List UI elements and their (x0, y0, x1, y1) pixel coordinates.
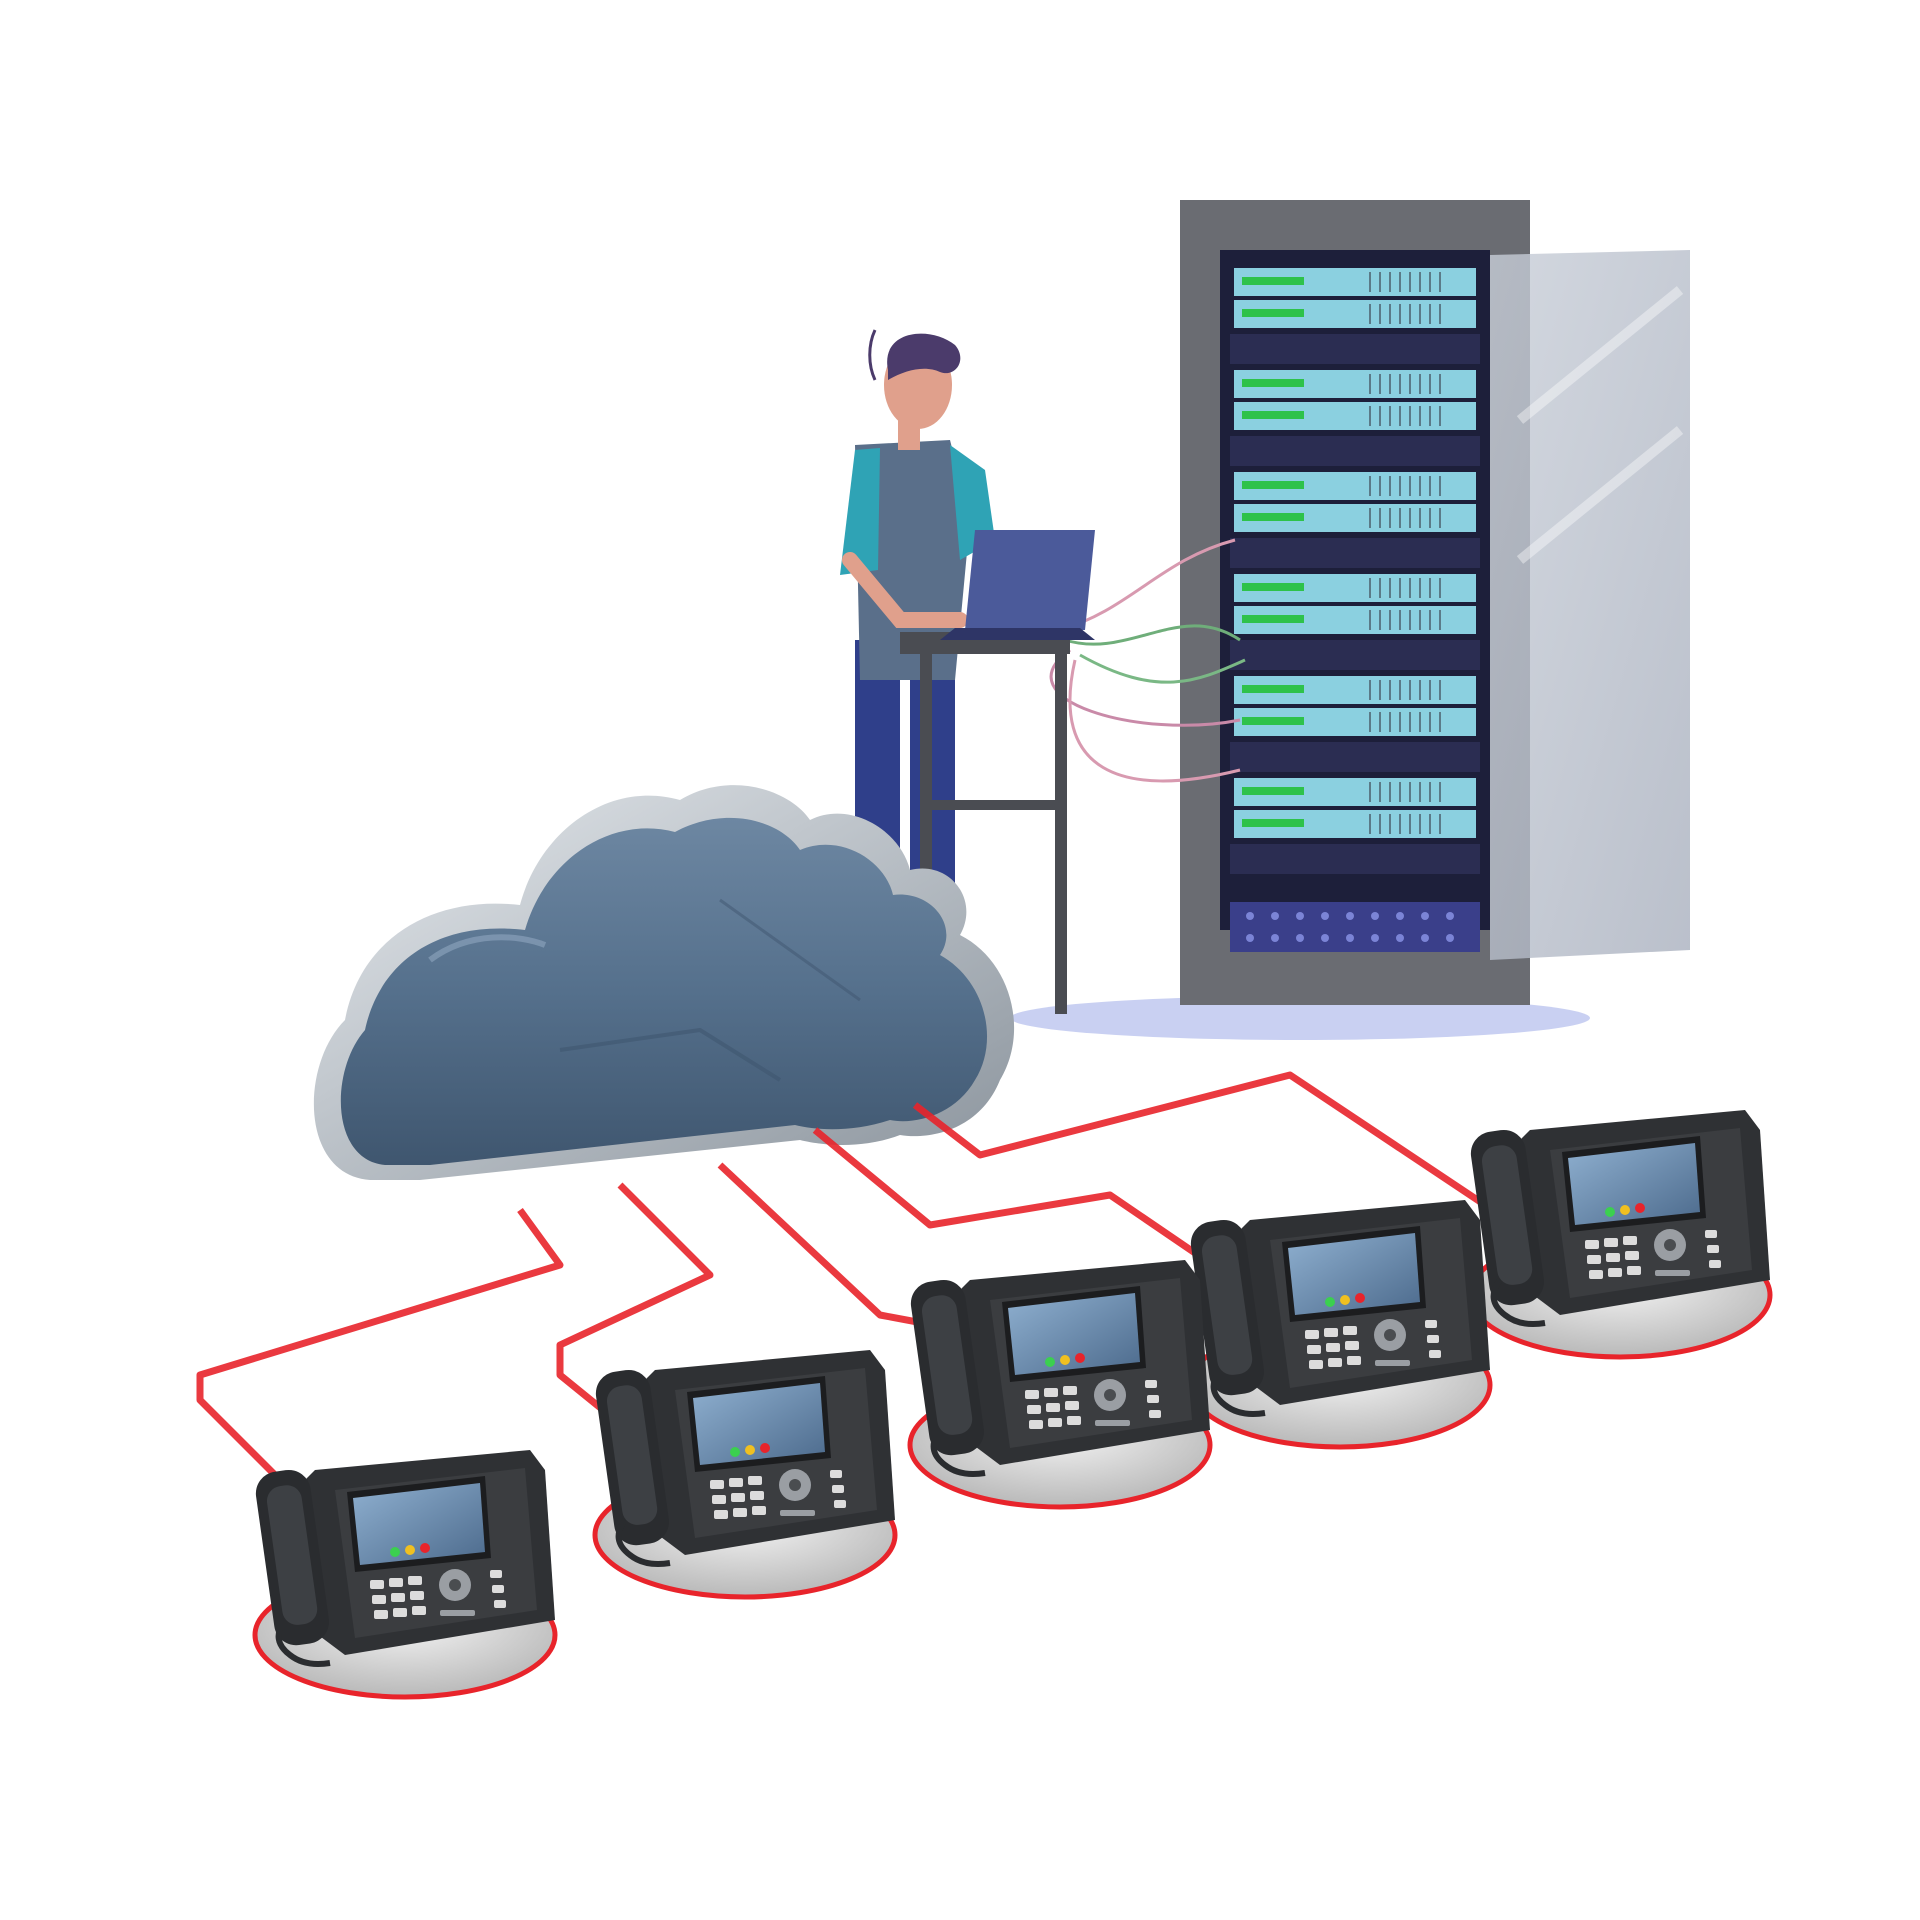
ip-desk-phone-icon (1188, 1200, 1490, 1447)
ip-desk-phone-icon (593, 1350, 895, 1597)
ip-desk-phone-icon (1468, 1110, 1770, 1357)
cloud-icon (313, 785, 1015, 1180)
floor-shadow (1010, 996, 1590, 1040)
laptop-icon (940, 530, 1095, 640)
ip-desk-phone-icon (908, 1260, 1210, 1507)
network-cables (1049, 538, 1246, 783)
ip-desk-phone-icon (253, 1450, 555, 1697)
server-rack-icon (1180, 200, 1690, 1005)
phone-connection-cables (196, 1071, 1502, 1493)
